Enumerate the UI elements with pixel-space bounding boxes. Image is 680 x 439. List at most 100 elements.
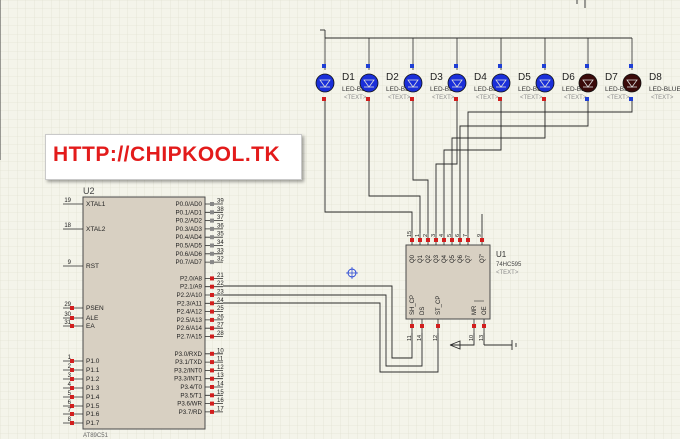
led-ref: D7	[605, 72, 618, 83]
wire	[467, 100, 633, 233]
mcu-pin-number: 30	[64, 312, 71, 318]
sr-pin-marker	[410, 324, 414, 328]
led-pin-bottom	[410, 97, 414, 101]
mcu-pin-name: P1.5	[86, 403, 100, 410]
mcu-pin-number: 16	[217, 398, 224, 404]
shift-register-u1[interactable]: U174HC595<TEXT>15Q01Q12Q23Q34Q45Q56Q67Q7…	[405, 231, 522, 341]
led-text-placeholder: <TEXT>	[607, 95, 630, 101]
mcu-pin-number: 29	[64, 302, 71, 308]
mcu-pin-number: 33	[217, 248, 224, 254]
mcu-pin-number: 11	[217, 357, 224, 363]
sr-pin-name: Q1	[418, 254, 424, 263]
sr-pin-marker	[434, 238, 438, 242]
mcu-pin-name: P3.7/RD	[179, 409, 203, 416]
sr-pin-name: Q2	[426, 254, 432, 263]
mcu-pin-marker	[210, 284, 214, 289]
led-pin-top	[366, 64, 370, 68]
led-text-placeholder: <TEXT>	[344, 95, 367, 101]
mcu-pin-name: P1.7	[86, 420, 100, 427]
led-body	[315, 73, 335, 93]
mcu-pin-number: 8	[68, 417, 72, 423]
mcu-pin-name: XTAL2	[86, 226, 106, 233]
mcu-pin-marker	[210, 226, 214, 231]
mcu-pin-name: P2.5/A13	[177, 317, 203, 324]
mcu-pin-number: 3	[68, 373, 72, 379]
mcu-pin-name: ALE	[86, 315, 99, 322]
led-body	[578, 73, 598, 93]
sr-pin-name: DS	[420, 307, 426, 315]
sr-pin-number: 9	[477, 234, 483, 237]
wires	[0, 0, 633, 373]
sr-pin-marker	[426, 238, 430, 242]
mcu-pin-name: P0.5/AD5	[176, 243, 203, 250]
led-body	[491, 73, 511, 93]
wire	[412, 100, 429, 233]
shift-register-body[interactable]	[405, 244, 491, 320]
wire	[450, 333, 475, 346]
mcu-pin-number: 39	[217, 199, 224, 205]
sr-pin-number: 1	[415, 234, 421, 237]
mcu-pin-marker	[210, 301, 214, 306]
sr-pin-number: 2	[423, 234, 429, 237]
mcu-pin-number: 26	[217, 314, 224, 320]
mcu-pin-marker	[70, 386, 74, 390]
sr-pin-name: MR	[472, 305, 478, 315]
led-array[interactable]: D1LED-BLUE<TEXT>D2LED-BLUE<TEXT>D3LED-BL…	[315, 38, 680, 101]
led-pin-top	[585, 64, 589, 68]
led-diode-symbol	[582, 79, 594, 88]
led-ref: D8	[649, 72, 662, 83]
mcu-pin-name: EA	[86, 323, 95, 330]
mcu-body[interactable]	[82, 196, 206, 430]
mcu-pin-name: P2.4/A12	[177, 309, 203, 316]
led-ref: D4	[474, 72, 487, 83]
mcu-pin-number: 12	[217, 365, 224, 371]
mcu-pin-marker	[210, 210, 214, 215]
led-part: LED-BLUE	[518, 86, 550, 93]
led-diode-symbol	[319, 79, 331, 88]
sr-pin-number: 12	[433, 335, 439, 341]
mcu-pin-marker	[70, 306, 74, 310]
sr-pin-number: 5	[447, 234, 453, 237]
mcu-pin-number: 21	[217, 273, 224, 279]
sr-pin-number: 10	[469, 335, 475, 341]
mcu-pin-number: 18	[64, 223, 71, 229]
mcu-pin-name: P3.1/TXD	[175, 359, 202, 366]
led-diode-symbol	[363, 79, 375, 88]
led-part: LED-BLUE	[649, 86, 680, 93]
led-part: LED-BLUE	[562, 86, 594, 93]
wire	[435, 100, 458, 233]
mcu-pin-number: 34	[217, 240, 224, 246]
led-ref: D1	[342, 72, 355, 83]
mcu-pin-name: P2.1/A9	[180, 284, 203, 291]
led-diode-symbol	[407, 79, 419, 88]
sr-pin-number: 15	[407, 231, 413, 237]
mcu-pin-number: 25	[217, 306, 224, 312]
mcu-pin-number: 13	[217, 373, 224, 379]
led-pin-top	[629, 64, 633, 68]
mcu-pin-marker	[70, 377, 74, 381]
mcu-pin-marker	[210, 385, 214, 389]
mcu-pin-number: 32	[217, 257, 224, 263]
wire	[443, 100, 502, 233]
wire	[223, 294, 423, 367]
mcu-pin-number: 17	[217, 406, 224, 412]
mcu-pin-marker	[210, 202, 214, 206]
sr-pin-marker	[466, 238, 470, 242]
mcu-pin-marker	[210, 409, 214, 414]
led-pin-bottom	[322, 97, 326, 101]
mcu-pin-number: 36	[217, 223, 224, 229]
led-pin-bottom	[454, 97, 458, 101]
led-body	[535, 73, 555, 93]
mcu-pin-name: P1.0	[86, 358, 100, 365]
mcu-pin-name: P2.2/A10	[177, 292, 203, 299]
